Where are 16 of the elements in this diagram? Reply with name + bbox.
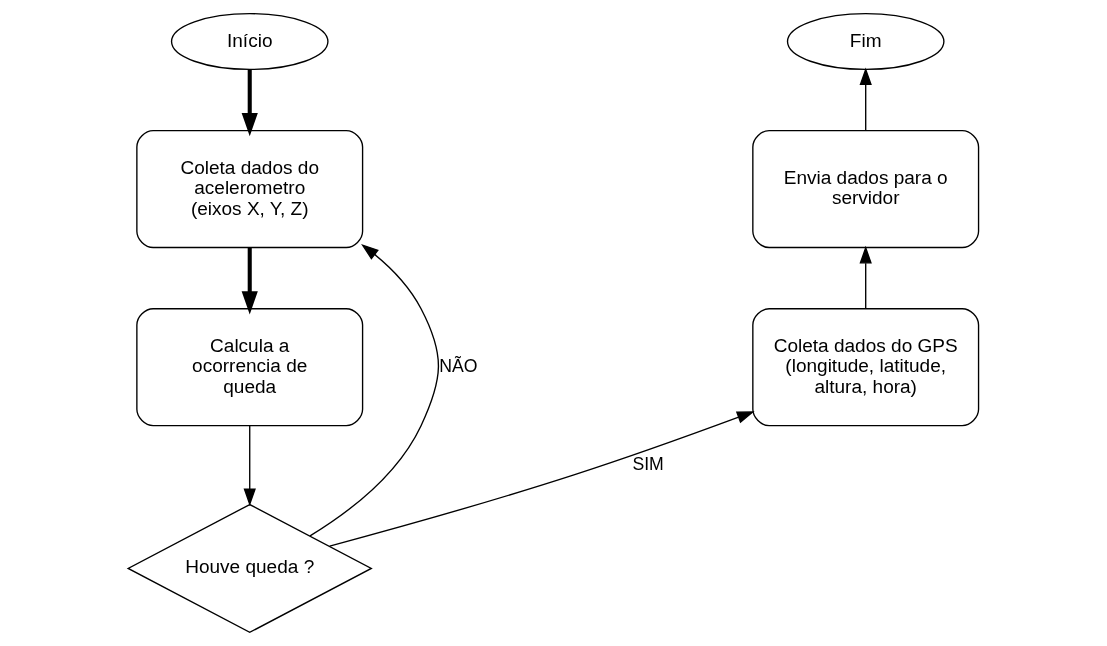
- node-box: Envia dados para o servidor: [752, 129, 980, 249]
- arrow: [241, 69, 258, 137]
- node-box: Coleta dados do GPS (longitude, latitude, altura, hora): [752, 308, 980, 427]
- node-diamond: Houve queda ?: [126, 503, 373, 634]
- edge-label: SIM: [632, 453, 664, 474]
- node-ellipse: Início: [170, 12, 329, 71]
- arrow: [241, 247, 258, 315]
- arrow: [329, 411, 755, 547]
- node-box: Calcula a ocorrencia de queda: [136, 308, 364, 427]
- arrow: [859, 245, 872, 309]
- arrow: [243, 425, 256, 507]
- node-ellipse: Fim: [786, 12, 945, 71]
- arrow: [859, 67, 872, 131]
- arrow: [309, 244, 440, 537]
- edge-label: NÃO: [439, 355, 478, 376]
- node-box: Coleta dados do acelerometro (eixos X, Y, Z): [136, 129, 364, 249]
